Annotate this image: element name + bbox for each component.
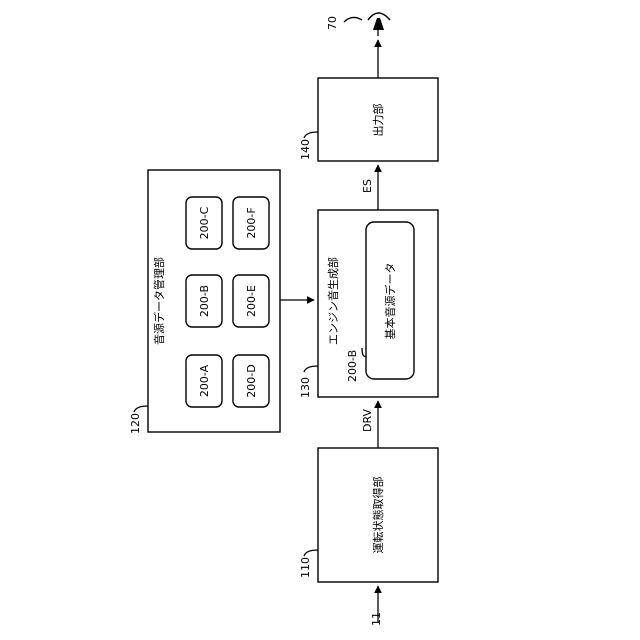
es-signal-label: ES — [361, 179, 374, 193]
output-ref: 140 — [299, 139, 312, 160]
sound-data-item-label: 200-A — [198, 364, 211, 397]
sound-data-item-label: 200-F — [245, 207, 258, 238]
sound-data-item-label: 200-E — [245, 285, 258, 317]
driving-state-leader — [304, 550, 318, 556]
input-ref: 11 — [370, 612, 383, 626]
basic-sound-data-ref: 200-B — [346, 350, 359, 382]
sound-data-management-label: 音源データ管理部 — [152, 257, 166, 345]
sound-data-item-label: 200-D — [245, 364, 258, 397]
sound-data-item: 200-A — [186, 355, 222, 407]
engine-sound-ref: 130 — [299, 377, 312, 398]
speaker-icon — [368, 13, 390, 36]
engine-sound-label: エンジン音生成部 — [326, 257, 340, 345]
sound-data-item: 200-F — [233, 197, 269, 249]
speaker-leader — [344, 17, 362, 22]
sound-data-item-label: 200-C — [198, 206, 211, 239]
driving-state-ref: 110 — [299, 557, 312, 578]
sound-data-item: 200-B — [186, 275, 222, 327]
output-leader — [304, 132, 318, 138]
drv-signal-label: DRV — [361, 408, 374, 432]
driving-state-label: 運転状態取得部 — [371, 477, 385, 554]
output-label: 出力部 — [371, 104, 385, 137]
basic-sound-data-label: 基本音源データ — [383, 263, 397, 340]
sound-data-item: 200-E — [233, 275, 269, 327]
sound-data-management-ref: 120 — [129, 413, 142, 434]
sound-data-item: 200-D — [233, 355, 269, 407]
speaker-ref: 70 — [326, 16, 339, 30]
engine-sound-leader — [304, 366, 318, 372]
sound-data-item: 200-C — [186, 197, 222, 249]
sound-data-management-leader — [134, 406, 148, 412]
sound-data-item-label: 200-B — [198, 285, 211, 317]
